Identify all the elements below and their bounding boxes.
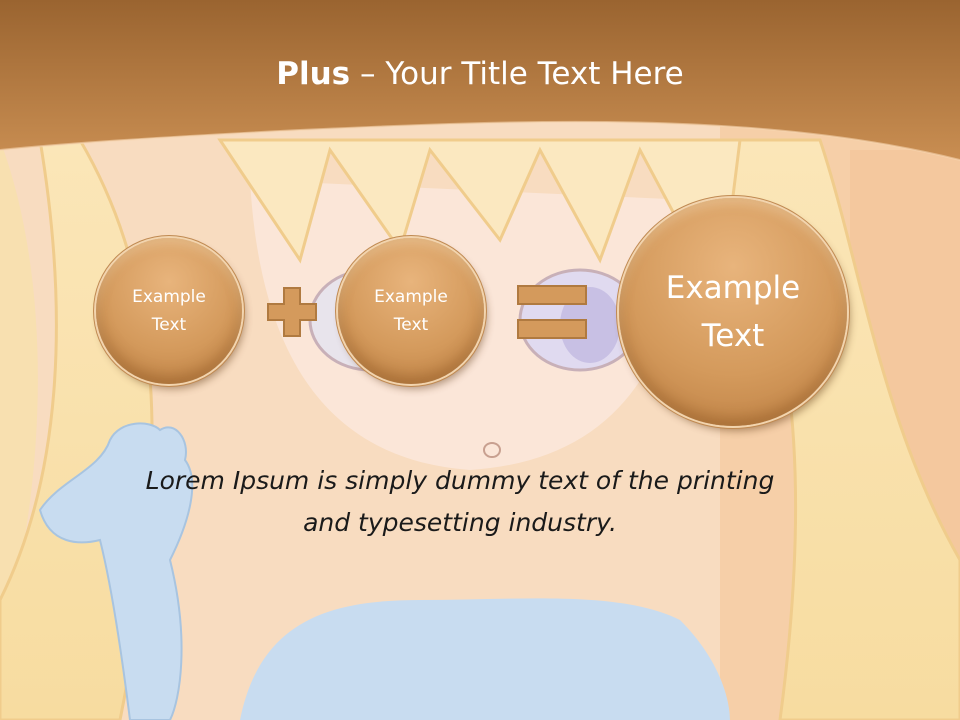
- example-circle-2: Example Text: [338, 238, 484, 384]
- example-circle-1: Example Text: [96, 238, 242, 384]
- example-circle-result: Example Text: [619, 198, 847, 426]
- plus-icon: [267, 287, 317, 337]
- title-rest: – Your Title Text Here: [350, 56, 684, 92]
- equals-icon: [517, 285, 587, 339]
- title-bold: Plus: [276, 56, 351, 92]
- slide-title: Plus – Your Title Text Here: [0, 52, 960, 96]
- circle-3-label: Example Text: [665, 270, 801, 354]
- circle-1-label: Example Text: [132, 287, 206, 335]
- circle-2-label: Example Text: [374, 287, 448, 335]
- body-text: Lorem Ipsum is simply dummy text of the …: [145, 466, 775, 537]
